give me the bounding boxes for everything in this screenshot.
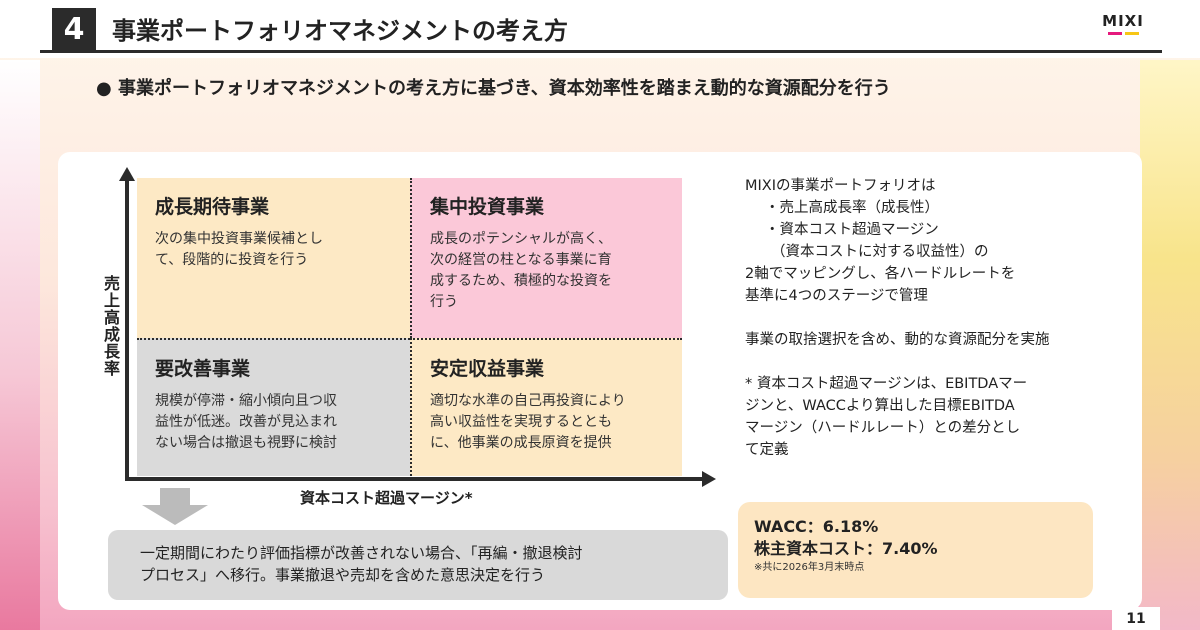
explanation-line: ・資本コスト超過マージン [765,222,939,238]
x-axis-label: 資本コスト超過マージン* [300,489,473,507]
slide-header: 4 事業ポートフォリオマネジメントの考え方 MIXI [0,0,1200,58]
y-axis-line [125,175,129,478]
explanation-line: MIXIの事業ポートフォリオは [745,178,936,194]
page-number: 11 [1112,607,1160,630]
portfolio-explanation: MIXIの事業ポートフォリオは ・売上高成長率（成長性） ・資本コスト超過マージ… [745,175,1135,461]
quadrant-description: 適切な水準の自己再投資により高い収益性を実現するとともに、他事業の成長原資を提供 [430,393,626,451]
quadrant-title: 成長期待事業 [155,196,270,218]
x-axis-line [125,477,708,481]
quadrant-stable-revenue: 安定収益事業 適切な水準の自己再投資により高い収益性を実現するとともに、他事業の… [410,338,682,476]
header-divider [40,50,1162,53]
section-number: 4 [52,8,96,50]
down-arrow-icon [142,488,208,526]
mixi-logo: MIXI [1093,12,1153,42]
explanation-line: ・売上高成長率（成長性） [765,200,939,216]
logo-bars [1093,32,1153,35]
background-right-gradient [1140,60,1200,630]
background-left-gradient [0,60,40,630]
logo-bar-yellow [1124,32,1139,35]
dynamic-allocation-text: 事業の取捨選択を含め、動的な資源配分を実施 [745,332,1050,348]
quadrant-description: 成長のポテンシャルが高く、次の経営の柱となる事業に育成するため、積極的な投資を行… [430,231,612,310]
footnote-line: ジンと、WACCより算出した目標EBITDA [745,398,1015,414]
process-line-1: 一定期間にわたり評価指標が改善されない場合、「再編・撤退検討 [140,544,583,562]
footnote-line: マージン（ハードルレート）との差分とし [745,420,1021,436]
wacc-value: WACC：6.18% [754,517,879,536]
x-axis-arrow-icon [702,471,716,487]
quadrant-description: 規模が停滞・縮小傾向且つ収益性が低迷。改善が見込まれない場合は撤退も視野に検討 [155,393,337,451]
logo-bar-pink [1107,32,1122,35]
page-title: 事業ポートフォリオマネジメントの考え方 [112,17,568,45]
explanation-line: （資本コストに対する収益性）の [771,244,989,260]
exit-process-box: 一定期間にわたり評価指標が改善されない場合、「再編・撤退検討 プロセス」へ移行。… [108,530,728,600]
quadrant-title: 要改善事業 [155,358,251,380]
y-axis-arrow-icon [119,167,135,181]
explanation-line: 基準に4つのステージで管理 [745,288,928,304]
quadrant-needs-improvement: 要改善事業 規模が停滞・縮小傾向且つ収益性が低迷。改善が見込まれない場合は撤退も… [137,338,410,476]
explanation-line: 2軸でマッピングし、各ハードルレートを [745,266,1016,282]
quadrant-title: 集中投資事業 [430,196,545,218]
summary-bullet: ● 事業ポートフォリオマネジメントの考え方に基づき、資本効率性を踏まえ動的な資源… [96,78,891,99]
equity-cost-value: 株主資本コスト：7.40% [754,539,938,558]
quadrant-focused-investment: 集中投資事業 成長のポテンシャルが高く、次の経営の柱となる事業に育成するため、積… [410,178,682,338]
quadrant-description: 次の集中投資事業候補として、段階的に投資を行う [155,231,323,268]
process-line-2: プロセス」へ移行。事業撤退や売却を含めた意思決定を行う [140,566,546,584]
y-axis-label: 売上高成長率 [101,275,120,377]
footnote-line: * 資本コスト超過マージンは、EBITDAマー [745,376,1028,392]
wacc-box: WACC：6.18% 株主資本コスト：7.40% ※共に2026年3月末時点 [738,502,1093,598]
wacc-note: ※共に2026年3月末時点 [754,562,865,573]
quadrant-title: 安定収益事業 [430,358,545,380]
logo-text: MIXI [1102,12,1144,30]
quadrant-growth-expectation: 成長期待事業 次の集中投資事業候補として、段階的に投資を行う [137,178,410,338]
footnote-line: て定義 [745,442,789,458]
